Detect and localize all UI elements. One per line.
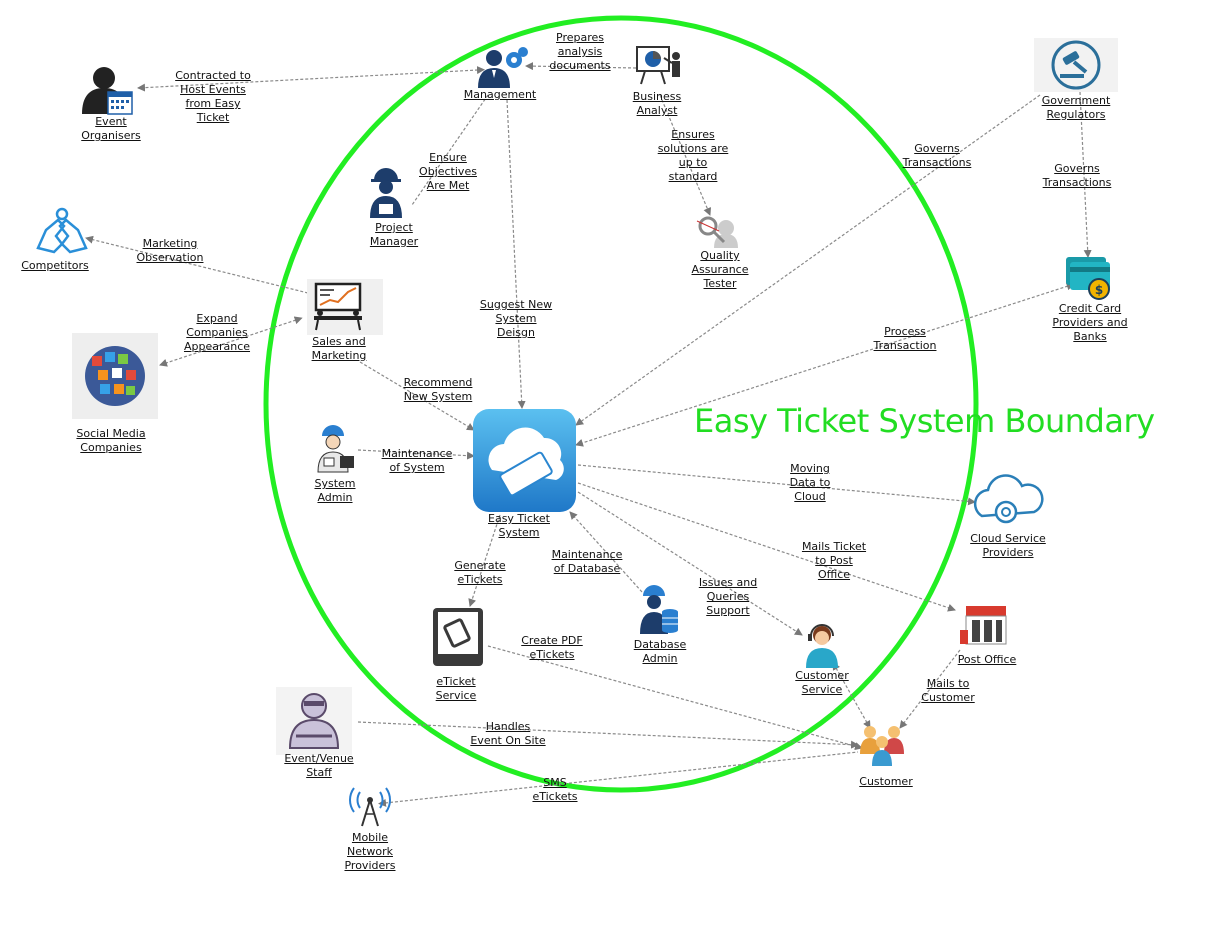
edge-credit-system xyxy=(575,282,1075,447)
cloud-gear-icon[interactable] xyxy=(973,474,1044,524)
engineer-icon[interactable] xyxy=(370,168,402,218)
edge-label-governs-1: Governs Transactions xyxy=(902,142,972,169)
edge-analyst-qa xyxy=(659,94,711,216)
edge-staff-customer xyxy=(357,721,859,749)
node-label-management[interactable]: Management xyxy=(463,88,537,101)
magnifier-person-icon[interactable] xyxy=(696,216,738,248)
edge-label-mails-customer: Mails to Customer xyxy=(921,677,975,704)
edge-label-process-transaction: Process Transaction xyxy=(873,325,937,352)
cloud-ticket-icon[interactable] xyxy=(473,409,576,512)
edge-label-maintenance-system: Maintenance of System xyxy=(381,447,453,474)
admin-computer-icon[interactable] xyxy=(317,425,354,473)
node-label-qa-tester[interactable]: Quality Assurance Tester xyxy=(691,249,749,290)
node-label-government-regulators[interactable]: Government Regulators xyxy=(1041,94,1111,121)
edge-sales-competitors xyxy=(85,235,309,294)
svg-text:$: $ xyxy=(1095,283,1103,297)
node-label-system-admin[interactable]: System Admin xyxy=(314,477,356,504)
customer-group-icon[interactable] xyxy=(860,726,904,766)
edge-label-sms-etickets: SMS eTickets xyxy=(532,776,578,803)
gavel-icon[interactable] xyxy=(1034,38,1118,92)
node-label-cloud-service[interactable]: Cloud Service Providers xyxy=(970,532,1046,559)
edge-label-ensures-solutions: Ensures solutions are up to standard xyxy=(657,128,729,183)
edge-management-pm xyxy=(411,94,489,206)
boundary-title: Easy Ticket System Boundary xyxy=(694,402,1155,440)
edge-management-system xyxy=(506,99,526,409)
meeting-board-icon[interactable] xyxy=(307,279,383,335)
edge-sales-system xyxy=(359,361,475,431)
edge-mobile-customer xyxy=(378,751,859,807)
staff-person-icon[interactable] xyxy=(276,687,352,755)
node-label-post-office[interactable]: Post Office xyxy=(957,653,1017,666)
presentation-icon[interactable] xyxy=(636,46,680,85)
phone-ticket-icon[interactable] xyxy=(433,608,483,666)
arm-wrestling-icon[interactable] xyxy=(36,207,88,254)
edge-sales-social xyxy=(159,316,303,367)
node-label-database-admin[interactable]: Database Admin xyxy=(633,638,687,665)
node-label-eticket-service[interactable]: eTicket Service xyxy=(435,675,477,702)
edge-system-custservice xyxy=(577,491,803,636)
node-label-mobile-network[interactable]: Mobile Network Providers xyxy=(344,831,396,872)
node-label-customer[interactable]: Customer xyxy=(859,775,913,788)
node-label-social-media[interactable]: Social Media Companies xyxy=(76,427,146,454)
edge-label-recommend-new: Recommend New System xyxy=(403,376,473,403)
manager-gears-icon[interactable] xyxy=(478,47,528,88)
edge-admin-system xyxy=(357,449,475,460)
edge-label-prepares-analysis: Prepares analysis documents xyxy=(549,31,611,72)
edge-analyst-management xyxy=(525,62,637,71)
edge-label-mails-ticket: Mails Ticket to Post Office xyxy=(801,540,867,581)
edge-management-organisers xyxy=(137,66,485,92)
headset-agent-icon[interactable] xyxy=(806,624,838,668)
edge-label-ensure-objectives: Ensure Objectives Are Met xyxy=(419,151,477,192)
node-label-event-organisers[interactable]: Event Organisers xyxy=(81,115,141,142)
social-globe-icon[interactable] xyxy=(72,333,158,419)
node-label-easy-ticket-system[interactable]: Easy Ticket System xyxy=(488,512,550,539)
edge-dbadmin-system xyxy=(569,511,643,593)
edge-label-suggest-new: Suggest New System Deisgn xyxy=(479,298,553,339)
credit-card-icon[interactable]: $ xyxy=(1066,257,1110,300)
edge-label-maintenance-database: Maintenance of Database xyxy=(551,548,623,575)
edge-label-governs-2: Governs Transactions xyxy=(1042,162,1112,189)
edge-post-customer xyxy=(899,649,961,729)
edge-label-moving-data: Moving Data to Cloud xyxy=(789,462,831,503)
edge-label-issues-queries: Issues and Queries Support xyxy=(698,576,758,617)
node-label-sales-marketing[interactable]: Sales and Marketing xyxy=(311,335,367,362)
antenna-icon[interactable] xyxy=(349,787,391,827)
edge-system-eticket xyxy=(468,514,501,607)
edge-gov-credit xyxy=(1079,91,1092,258)
node-label-credit-card-providers[interactable]: Credit Card Providers and Banks xyxy=(1052,302,1128,343)
node-label-business-analyst[interactable]: Business Analyst xyxy=(632,90,682,117)
edge-system-cloud xyxy=(577,464,976,506)
database-admin-icon[interactable] xyxy=(640,585,678,634)
edge-label-expand-companies: Expand Companies Appearance xyxy=(183,312,251,353)
edge-label-contracted: Contracted to Host Events from Easy Tick… xyxy=(175,69,251,124)
node-label-customer-service[interactable]: Customer Service xyxy=(795,669,849,696)
edge-label-handles-event: Handles Event On Site xyxy=(470,720,546,747)
node-label-event-venue-staff[interactable]: Event/Venue Staff xyxy=(284,752,354,779)
node-label-project-manager[interactable]: Project Manager xyxy=(369,221,419,248)
edge-label-generate-etickets: Generate eTickets xyxy=(454,559,506,586)
edge-system-post xyxy=(577,482,956,612)
node-label-competitors[interactable]: Competitors xyxy=(21,259,89,272)
person-calendar-icon[interactable] xyxy=(82,67,133,115)
post-office-icon[interactable] xyxy=(960,606,1007,645)
edge-custservice-customer xyxy=(832,661,871,729)
edge-label-marketing-observation: Marketing Observation xyxy=(136,237,204,264)
edge-label-create-pdf: Create PDF eTickets xyxy=(521,634,583,661)
